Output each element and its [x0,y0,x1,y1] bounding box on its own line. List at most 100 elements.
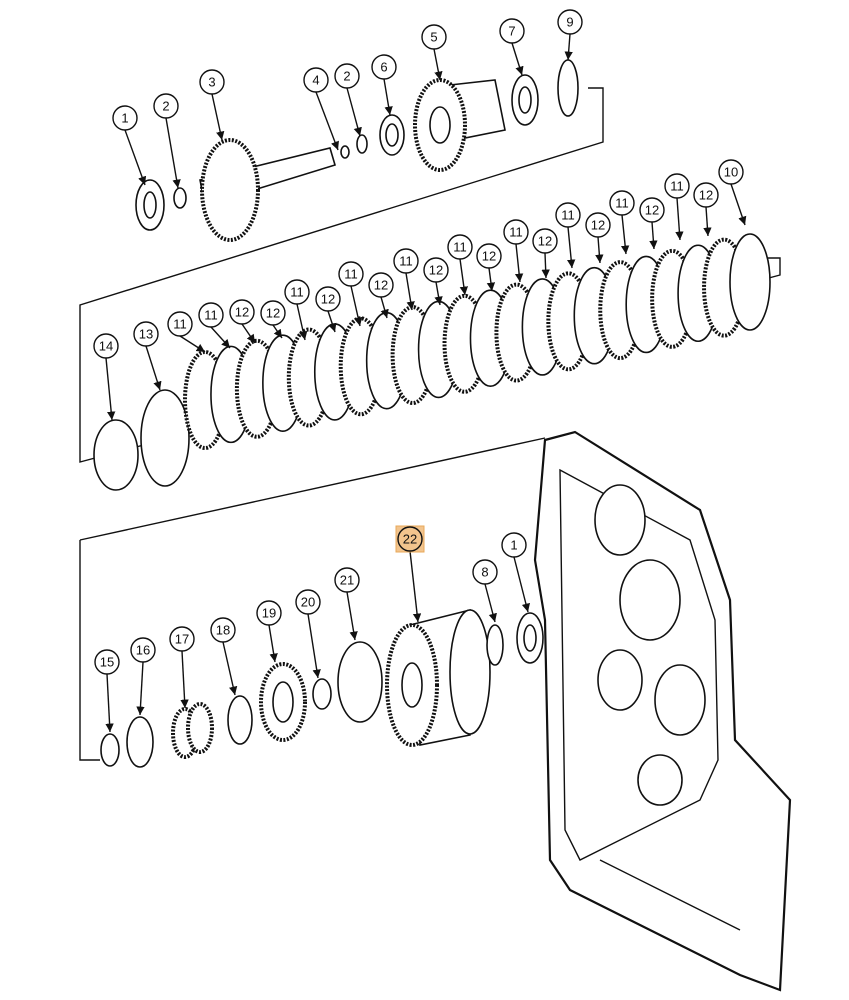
callout-8[interactable]: 9 [557,9,583,35]
callout-number: 4 [312,73,319,88]
leader-arrow [380,296,389,319]
leader-arrow [484,583,497,623]
callout-number: 8 [481,565,488,580]
callout-number: 1 [510,538,517,553]
leader-arrow [272,324,283,339]
leader-arrow [459,258,469,296]
callout-number: 11 [453,240,467,255]
callout-21[interactable]: 11 [447,234,473,260]
callout-41[interactable]: 1 [501,532,527,558]
callout-26[interactable]: 12 [585,212,611,238]
group-brackets [79,87,781,761]
leader-arrow [383,78,393,116]
leader-arrow [315,91,339,151]
leader-arrow [675,197,684,241]
callout-10[interactable]: 13 [133,321,159,347]
leader-arrow [703,206,712,237]
callout-4[interactable]: 2 [334,63,360,89]
leader-arrow [511,42,524,76]
callout-38[interactable]: 21 [334,567,360,593]
leader-arrow [268,624,278,663]
callout-number: 12 [538,234,552,249]
callout-29[interactable]: 11 [664,173,690,199]
leader-arrow [346,87,362,137]
leader-arrow [433,48,443,81]
callout-18[interactable]: 12 [368,272,394,298]
leader-arrow [179,335,206,353]
callout-35[interactable]: 18 [210,617,236,643]
callout-19[interactable]: 11 [393,248,419,274]
leader-arrow [136,661,145,716]
leader-arrow [567,226,576,269]
callout-17[interactable]: 11 [338,261,364,287]
callout-0[interactable]: 1 [112,105,138,131]
callout-14[interactable]: 12 [260,300,286,326]
callout-number: 12 [482,249,496,264]
leader-arrow [541,252,550,279]
callout-number: 17 [175,632,189,647]
leader-arrow [105,673,114,733]
leader-arrow [307,613,321,679]
callout-31[interactable]: 10 [718,159,744,185]
leader-arrow [180,650,189,709]
leader-arrow [564,33,573,61]
callout-15[interactable]: 11 [284,279,310,305]
callout-13[interactable]: 12 [229,299,255,325]
leader-arrow [620,214,630,255]
callout-number: 16 [136,643,150,658]
callout-number: 11 [561,208,575,223]
callout-number: 11 [290,285,304,300]
leader-arrow [649,221,658,250]
steel-plate [729,233,771,331]
leader-arrow [409,550,422,623]
leader-arrow [513,556,530,613]
callout-2[interactable]: 3 [199,69,225,95]
callout-number: 2 [162,99,169,114]
callout-24[interactable]: 12 [532,228,558,254]
leader-arrow [486,267,496,292]
leader-arrow [222,641,238,696]
callout-number: 11 [344,267,358,282]
leader-arrow [350,285,363,327]
callout-number: 15 [100,655,114,670]
leader-arrow [346,591,358,641]
callout-39[interactable]: 22 [395,525,425,553]
callout-28[interactable]: 12 [639,197,665,223]
callout-27[interactable]: 11 [609,190,635,216]
leader-arrow [327,310,337,333]
callout-number: 5 [430,30,437,45]
callout-6[interactable]: 5 [421,24,447,50]
callout-16[interactable]: 12 [315,286,341,312]
callout-22[interactable]: 12 [476,243,502,269]
callout-number: 7 [508,24,515,39]
callout-3[interactable]: 4 [303,67,329,93]
callout-9[interactable]: 14 [93,333,119,359]
callout-20[interactable]: 12 [423,257,449,283]
callout-number: 10 [724,165,738,180]
callout-40[interactable]: 8 [472,559,498,585]
callout-11[interactable]: 11 [167,311,193,337]
callout-25[interactable]: 11 [555,202,581,228]
callout-7[interactable]: 7 [499,18,525,44]
callout-number: 1 [121,111,128,126]
callout-12[interactable]: 11 [198,302,224,328]
callout-1[interactable]: 2 [153,93,179,119]
callout-23[interactable]: 11 [503,219,529,245]
callout-number: 3 [208,75,215,90]
callout-36[interactable]: 19 [256,600,282,626]
callout-30[interactable]: 12 [693,182,719,208]
callout-number: 11 [670,179,684,194]
callout-32[interactable]: 15 [94,649,120,675]
callout-5[interactable]: 6 [371,54,397,80]
callout-34[interactable]: 17 [169,626,195,652]
transmission-housing [533,430,792,992]
leader-arrow [514,243,524,283]
leader-arrow [595,236,604,264]
leader-arrow [434,281,443,306]
callout-33[interactable]: 16 [130,637,156,663]
callout-37[interactable]: 20 [295,589,321,615]
leader-arrow [405,272,415,311]
callout-number: 12 [591,218,605,233]
callout-number: 12 [699,188,713,203]
